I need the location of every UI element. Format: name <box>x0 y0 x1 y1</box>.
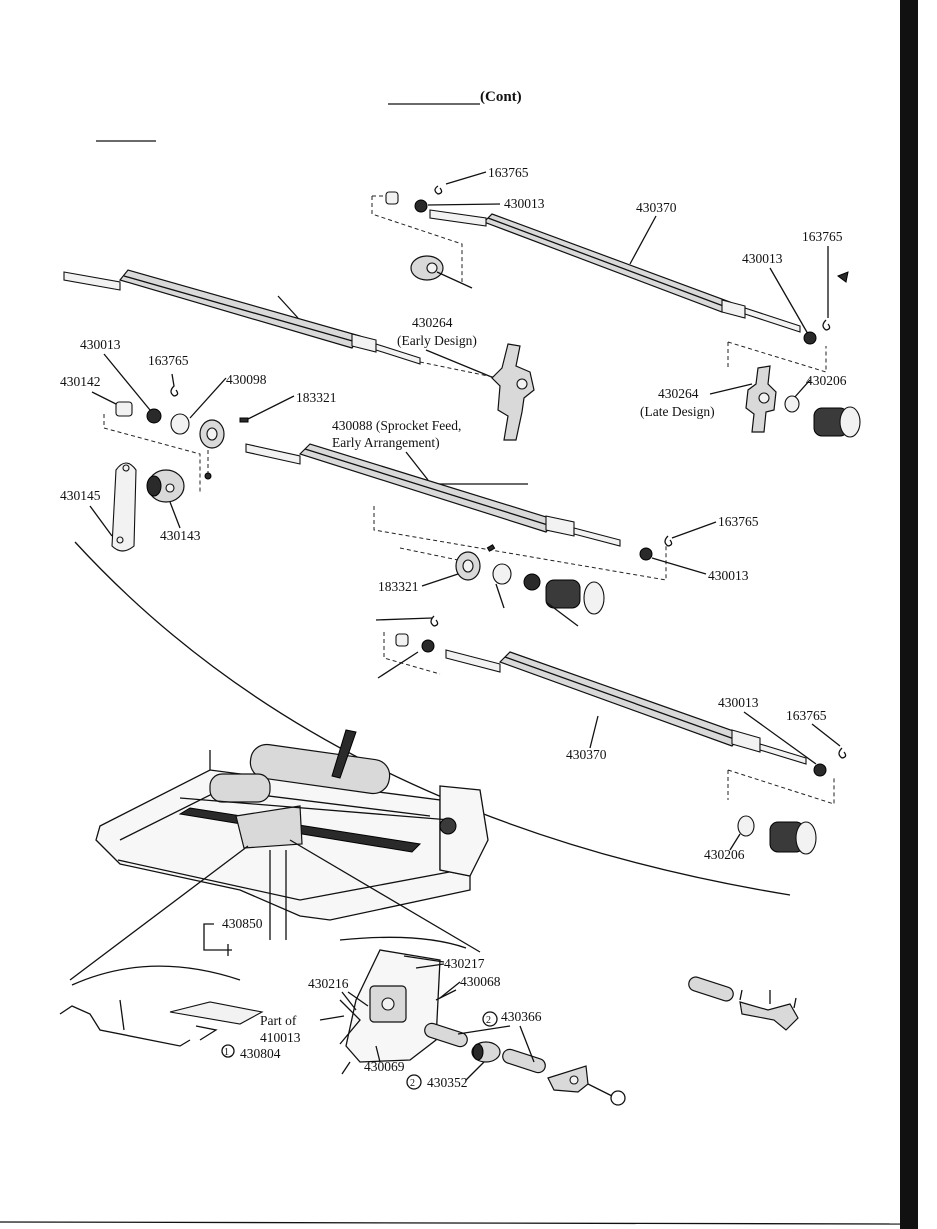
part-430145 <box>111 462 137 552</box>
part-spacer-b <box>492 563 512 585</box>
spring-430366-a <box>424 1022 468 1048</box>
label-430370-a: 430370 <box>636 200 677 215</box>
label-430370-b: 430370 <box>566 747 607 762</box>
callout-2b: 2 <box>410 1078 415 1089</box>
screw-183321-a <box>239 417 249 423</box>
part-430142 <box>115 401 133 417</box>
callout-circle-1 <box>221 1044 235 1058</box>
label-163765-c: 163765 <box>148 353 189 368</box>
clip-163765-c <box>170 373 179 397</box>
ring-middle <box>523 573 541 591</box>
label-early-design: (Early Design) <box>397 333 477 348</box>
ring-430013-c <box>146 408 162 424</box>
knob-upper-right <box>813 406 861 438</box>
page-edge-bar <box>900 0 918 1229</box>
clip-163765-b <box>822 319 831 331</box>
roller-top-right <box>429 209 801 333</box>
part-430143 <box>146 469 185 503</box>
roller-upper-left <box>63 269 421 365</box>
roller-middle <box>245 443 621 547</box>
label-430206-a: 430206 <box>806 373 847 388</box>
label-430366: 430366 <box>501 1009 542 1024</box>
part-430206-b <box>737 815 755 837</box>
lever-part <box>547 1065 626 1106</box>
callout-circle-2a <box>482 1011 498 1027</box>
carriage-subassembly <box>319 949 457 1075</box>
label-410013: 410013 <box>260 1030 301 1045</box>
label-430850: 430850 <box>222 916 263 931</box>
label-430069: 430069 <box>364 1059 405 1074</box>
label-430013-c: 430013 <box>80 337 121 352</box>
label-430352: 430352 <box>427 1075 468 1090</box>
part-430264-early <box>491 343 535 441</box>
label-late-design: (Late Design) <box>640 404 715 419</box>
label-163765-e: 163765 <box>786 708 827 723</box>
label-183321-b: 183321 <box>378 579 419 594</box>
ring-430013-d <box>639 547 653 561</box>
part-430098 <box>199 419 225 449</box>
title-suffix: (Cont) <box>480 89 522 105</box>
top-left-small-parts <box>371 185 473 289</box>
callout-2a: 2 <box>486 1015 491 1026</box>
spring-detail-right <box>688 976 799 1031</box>
part-430264-late <box>745 365 777 433</box>
label-183321-a: 183321 <box>296 390 337 405</box>
label-163765-b: 163765 <box>802 229 843 244</box>
label-430804: 430804 <box>240 1046 281 1061</box>
label-430145: 430145 <box>60 488 101 503</box>
part-spacer <box>170 413 190 435</box>
knob-lower-right <box>769 821 817 855</box>
callout-1: 1 <box>224 1047 229 1058</box>
callout-circle-2b <box>406 1074 422 1090</box>
label-early-arrangement: Early Arrangement) <box>332 435 440 450</box>
ring-430013-e <box>813 763 827 777</box>
label-430013-a: 430013 <box>504 196 545 211</box>
header: (Cont) <box>96 89 522 142</box>
spring-430366-b <box>502 1048 546 1074</box>
label-430206-b: 430206 <box>704 847 745 862</box>
label-430068: 430068 <box>460 974 501 989</box>
frame-assembly <box>95 729 489 921</box>
label-430098: 430098 <box>226 372 267 387</box>
roller-lower <box>445 649 807 765</box>
part-183321-b <box>455 551 481 581</box>
label-430013-b: 430013 <box>742 251 783 266</box>
label-part-of: Part of <box>260 1013 297 1028</box>
part-410013 <box>59 999 264 1047</box>
label-430264-late: 430264 <box>658 386 699 401</box>
label-430088: 430088 (Sprocket Feed, <box>332 418 461 433</box>
label-430143: 430143 <box>160 528 201 543</box>
label-430013-e: 430013 <box>718 695 759 710</box>
clip-163765-d <box>664 535 673 547</box>
label-430264-early: 430264 <box>412 315 453 330</box>
label-430216: 430216 <box>308 976 349 991</box>
label-430013-d: 430013 <box>708 568 749 583</box>
label-163765-a: 163765 <box>488 165 529 180</box>
label-430217: 430217 <box>444 956 485 971</box>
part-430206-a <box>784 395 800 413</box>
knob-middle <box>545 579 605 615</box>
ring-430013-b <box>803 331 817 345</box>
part-430352 <box>471 1041 501 1063</box>
label-163765-d: 163765 <box>718 514 759 529</box>
label-430142: 430142 <box>60 374 101 389</box>
